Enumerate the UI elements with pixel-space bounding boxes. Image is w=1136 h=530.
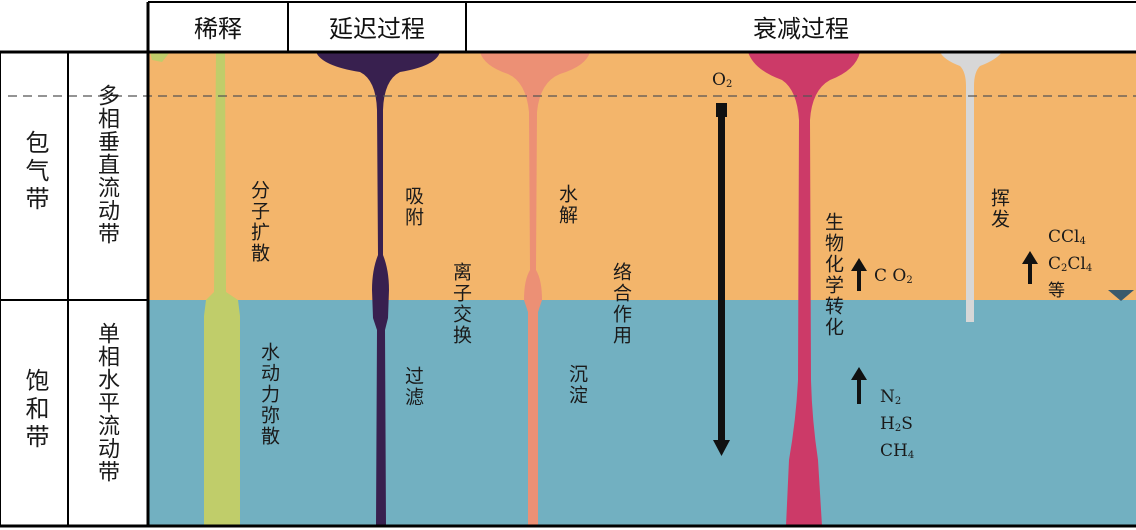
header-retardation: 延迟过程	[329, 14, 425, 43]
volatile-arrow-shaft	[1028, 262, 1032, 284]
dilution-column	[204, 52, 240, 526]
saturated-zone	[148, 300, 1136, 526]
chem-c2cl4: C2Cl4	[1048, 254, 1093, 274]
water-table-triangle-icon	[1108, 290, 1134, 301]
volatilization-column	[940, 52, 1002, 322]
o2-arrow-head-base	[716, 103, 727, 117]
label-volatilization: 挥发	[988, 188, 1010, 230]
chem-o2: O2	[712, 70, 733, 90]
label-adsorption: 吸附	[402, 186, 424, 228]
zone-vadose-flow: 多相垂直流动带	[94, 84, 119, 245]
header-dilution: 稀释	[194, 14, 242, 43]
co2-arrow-shaft	[857, 269, 861, 291]
vadose-zone	[148, 52, 1136, 300]
down-arrow-icon	[713, 440, 730, 456]
o2-arrow-shaft	[718, 103, 725, 443]
label-biochemical-transformation: 生物化学转化	[822, 212, 844, 338]
up-arrow-icon	[851, 258, 867, 271]
biotransformation-column	[748, 52, 860, 526]
zone-saturated-flow: 单相水平流动带	[94, 322, 119, 483]
label-precipitation: 沉淀	[566, 364, 588, 406]
up-arrow-icon	[851, 367, 867, 380]
zone-saturated: 饱和带	[21, 368, 49, 452]
chem-co2: C O2	[874, 266, 913, 286]
hydrolysis-column	[480, 52, 590, 526]
label-complexation: 络合作用	[610, 262, 632, 346]
chem-h2s: H2S	[880, 414, 913, 434]
chem-etc: 等	[1048, 281, 1065, 301]
chem-ccl4: CCl4	[1048, 227, 1086, 247]
zone-vadose: 包气带	[21, 130, 49, 214]
label-hydrolysis: 水解	[556, 184, 578, 226]
dilution-top-tip	[150, 52, 170, 62]
label-molecular-diffusion: 分子扩散	[248, 180, 270, 264]
retardation-column	[316, 52, 440, 526]
chem-n2: N2	[880, 387, 902, 407]
n2-arrow-shaft	[857, 378, 861, 404]
header-attenuation: 衰减过程	[753, 14, 849, 43]
up-arrow-icon	[1022, 251, 1038, 264]
label-ion-exchange: 离子交换	[450, 262, 472, 346]
label-hydrodynamic-dispersion: 水动力弥散	[258, 342, 280, 447]
label-filtration: 过滤	[402, 366, 424, 408]
chem-ch4: CH4	[880, 441, 915, 461]
chem-gas-list: N2 H2S CH4	[880, 386, 914, 467]
chem-volatile-list: CCl4 C2Cl4 等	[1048, 226, 1092, 302]
